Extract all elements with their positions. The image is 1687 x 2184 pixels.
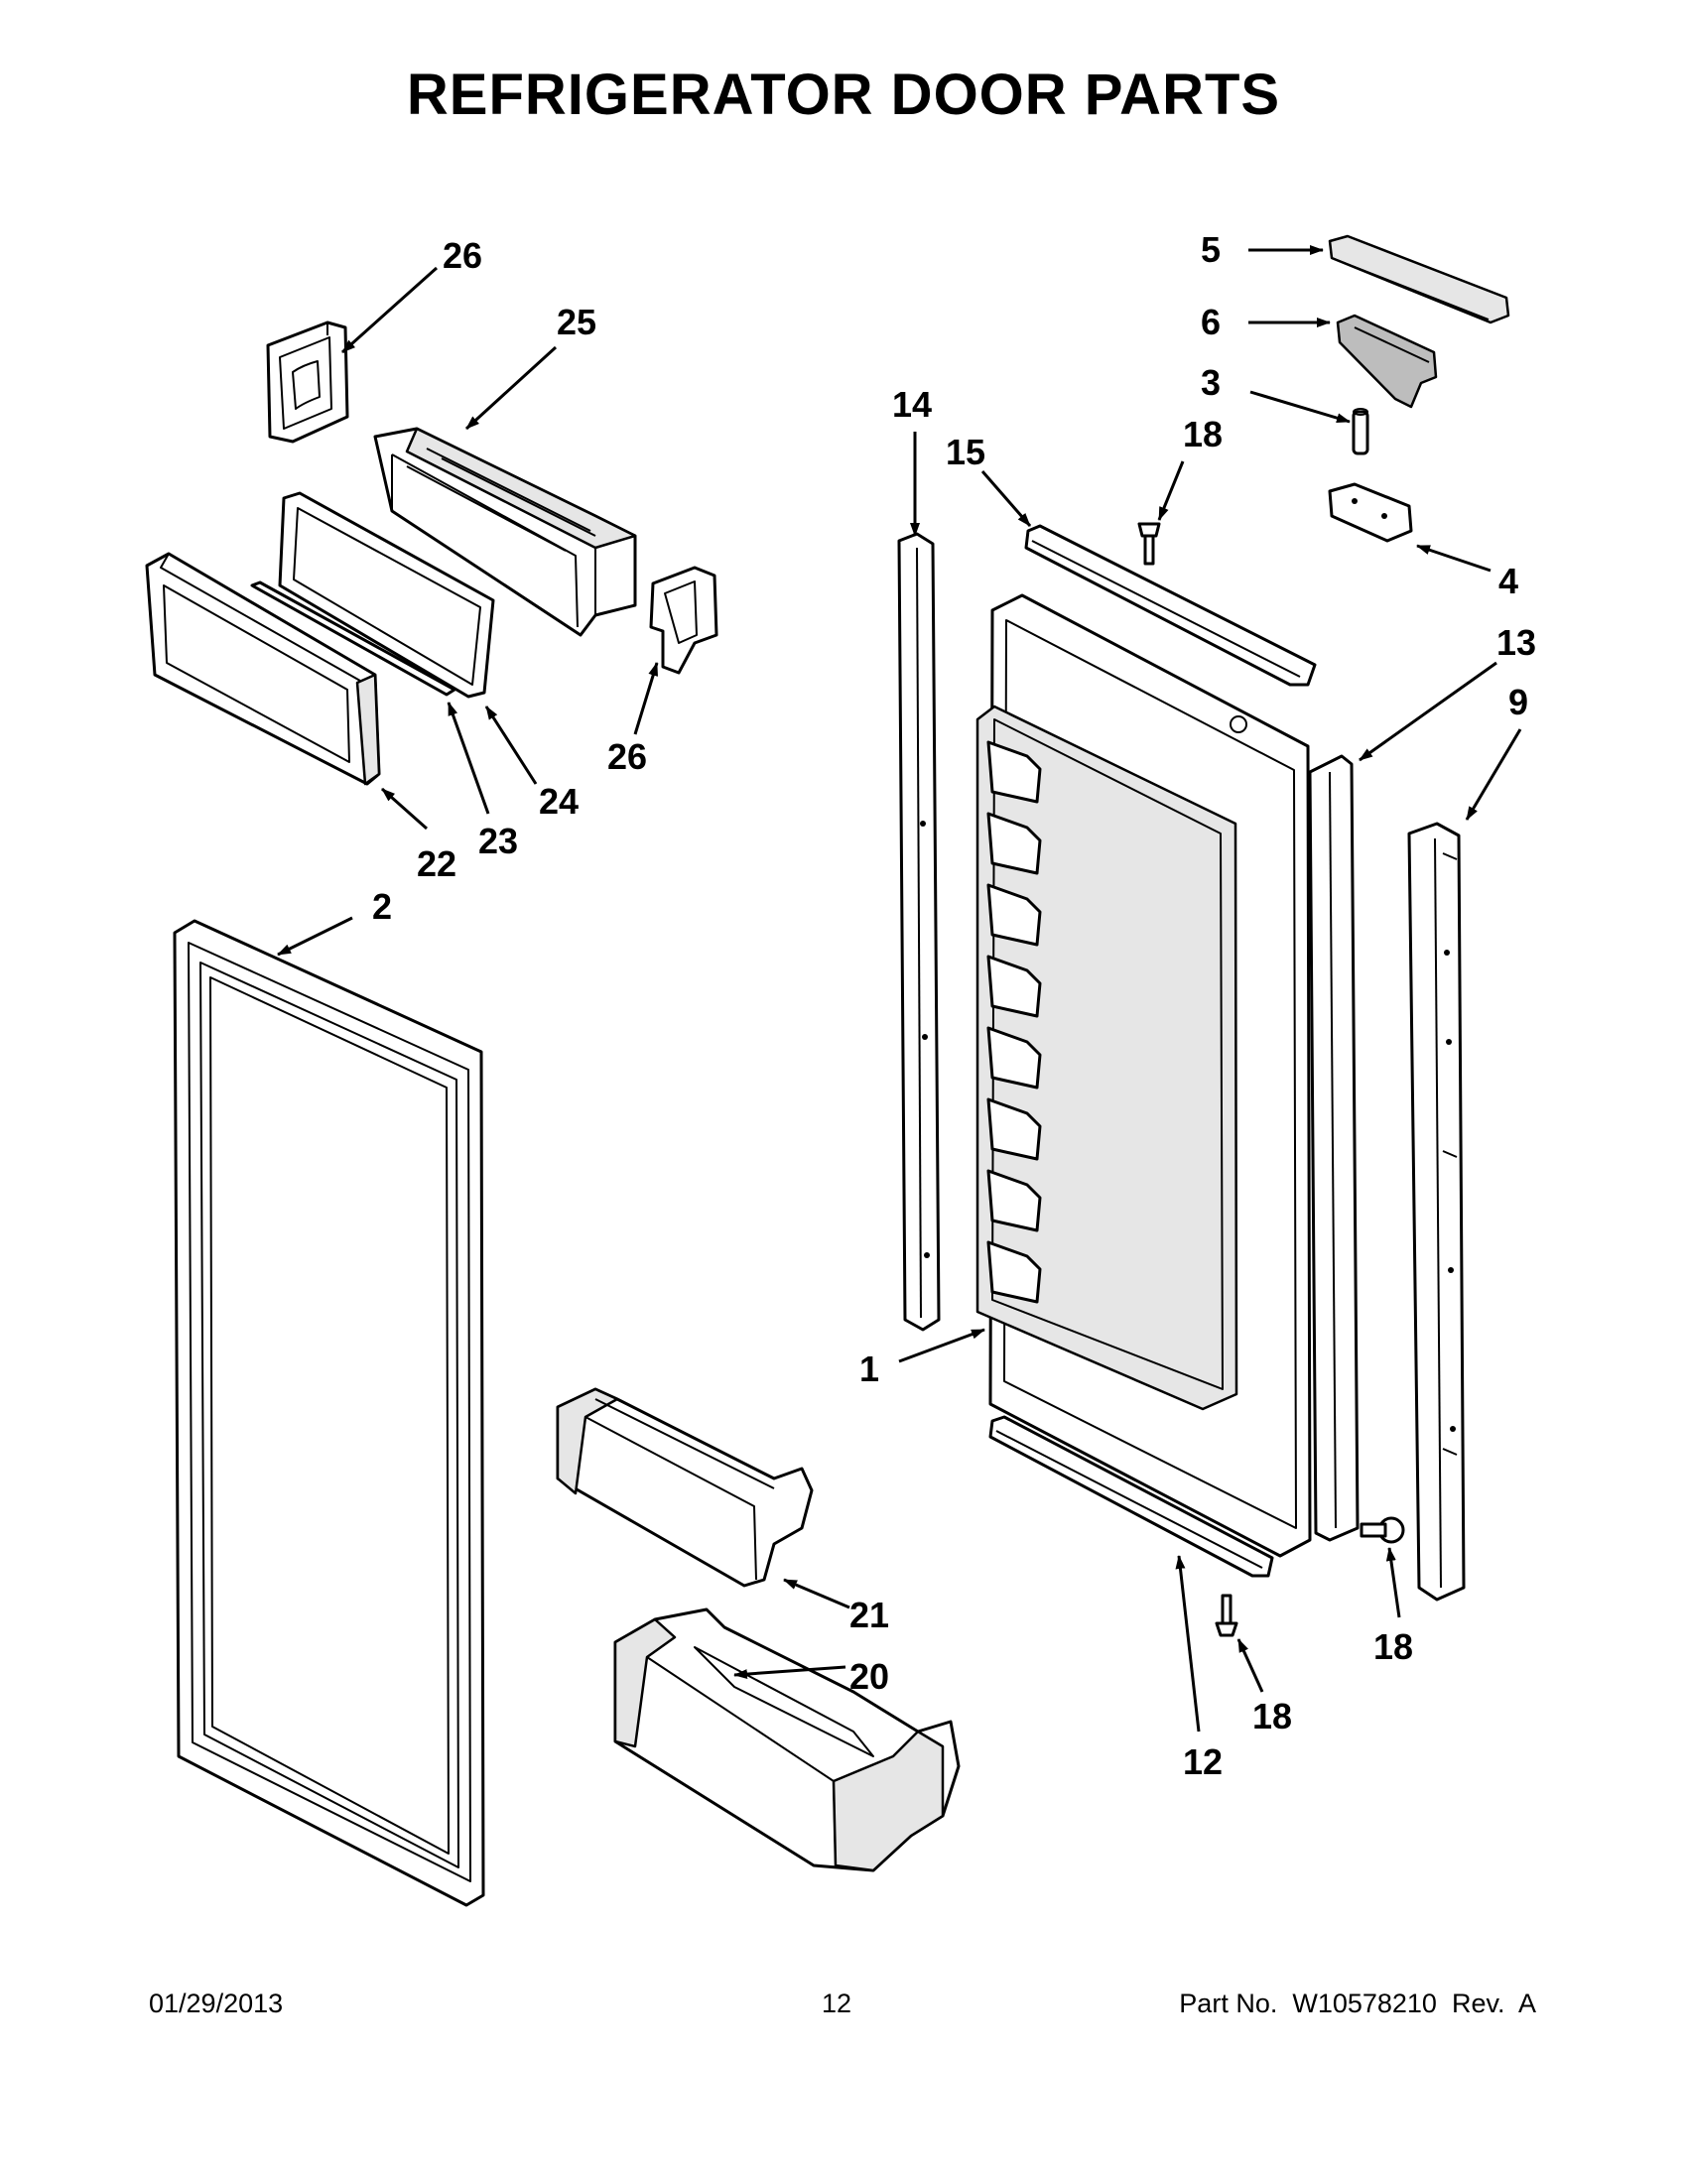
part-6-hinge-cover — [1336, 314, 1438, 409]
callout-22: 22 — [417, 843, 456, 884]
callout-arrows — [277, 245, 1522, 1733]
callout-2: 2 — [372, 886, 392, 927]
part-2-gasket — [173, 919, 485, 1907]
callout-23: 23 — [478, 821, 518, 861]
part-15-top-strip — [1024, 524, 1317, 687]
part-14-strip — [897, 532, 941, 1332]
footer-date: 01/29/2013 — [149, 1989, 284, 2018]
callout-21: 21 — [849, 1595, 889, 1635]
part-3-pin — [1352, 408, 1369, 455]
callout-4: 4 — [1498, 561, 1518, 601]
callout-13: 13 — [1496, 622, 1536, 663]
page-title: REFRIGERATOR DOOR PARTS — [406, 63, 1281, 127]
part-23-strip — [250, 580, 456, 697]
part-18-screw-bottom — [1215, 1594, 1238, 1637]
callout-3: 3 — [1201, 362, 1221, 403]
part-25-housing — [373, 427, 637, 637]
callout-9: 9 — [1508, 682, 1528, 722]
footer-part-number: Part No. W10578210 Rev. A — [1179, 1989, 1536, 2018]
part-12-bottom-strip — [988, 1415, 1274, 1578]
part-21-shelf — [556, 1387, 814, 1588]
part-4-bracket — [1328, 482, 1413, 543]
part-26-bracket-side — [649, 566, 718, 675]
footer-page-number: 12 — [822, 1989, 852, 2018]
callout-26-side: 26 — [607, 736, 647, 777]
callout-18-right: 18 — [1373, 1626, 1413, 1667]
part-22-cover — [145, 552, 381, 786]
part-18-screw-right — [1360, 1516, 1405, 1544]
part-1-door-liner — [975, 593, 1312, 1558]
callout-15: 15 — [946, 432, 985, 472]
part-18-screw-top — [1137, 522, 1161, 566]
callout-1: 1 — [859, 1349, 879, 1389]
callout-25: 25 — [557, 302, 596, 342]
callout-24: 24 — [539, 781, 579, 822]
part-5-cap — [1328, 234, 1510, 324]
callout-26-top: 26 — [443, 235, 482, 276]
part-26-bracket-top — [266, 321, 349, 444]
callout-14: 14 — [892, 384, 932, 425]
callout-18-bottom: 18 — [1252, 1696, 1292, 1736]
callout-20: 20 — [849, 1656, 889, 1697]
part-20-bin — [613, 1607, 961, 1872]
part-13-side-strip — [1308, 754, 1360, 1542]
callout-6: 6 — [1201, 302, 1221, 342]
part-9-rail — [1407, 822, 1466, 1602]
part-24-frame — [278, 491, 495, 699]
callout-5: 5 — [1201, 229, 1221, 270]
callout-12: 12 — [1183, 1741, 1223, 1782]
callout-18-top: 18 — [1183, 414, 1223, 454]
